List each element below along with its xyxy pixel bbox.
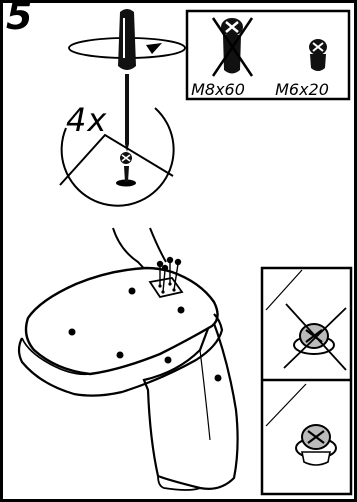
detail-magnifier — [59, 107, 175, 276]
bolt-crossed-out-icon — [211, 17, 254, 77]
hardware-box-frame — [185, 9, 351, 101]
bolt-label-m6x20: M6x20 — [275, 80, 329, 99]
step-number: 5 — [6, 0, 33, 38]
detail-panel — [260, 266, 353, 496]
hardware-box — [185, 9, 351, 101]
screwdriver-icon — [68, 9, 186, 152]
chair-seat-illustration — [17, 256, 239, 491]
bolt-head-crossed-out-icon — [265, 269, 347, 371]
bolt-head-correct-icon — [265, 383, 337, 466]
short-bolt-icon — [309, 39, 327, 71]
bolt-in-hole-icon — [116, 152, 136, 187]
bolt-label-m8x60: M8x60 — [191, 80, 245, 99]
four-bolts-icon — [156, 256, 182, 293]
quantity-label: 4x — [66, 101, 108, 139]
